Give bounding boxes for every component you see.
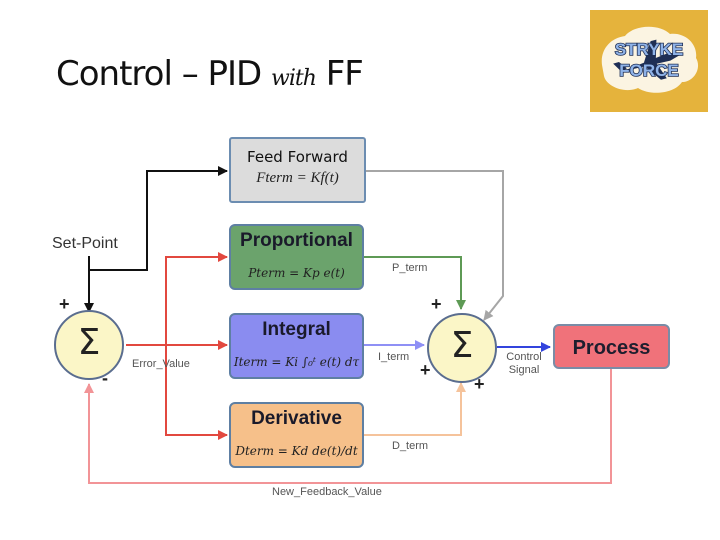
feedback-minus-sign: - [102, 368, 108, 388]
slide-title: Control – PID with FF [56, 54, 364, 94]
feed-forward-formula: Fterm = Kf(t) [256, 170, 339, 186]
logo-text-line1: STRYKE [615, 40, 683, 59]
error-to-derivative-line [165, 345, 228, 440]
derivative-formula: Dterm = Kd de(t)/dt [235, 444, 358, 458]
setpoint-plus-sign: + [59, 294, 70, 314]
control-signal-label: Control Signal [506, 351, 542, 376]
proportional-formula: Pterm = Kp e(t) [248, 266, 345, 280]
error-value-label: Error_Value [132, 358, 190, 370]
logo-text-line2: FORCE [619, 61, 679, 80]
stryke-force-logo: STRYKE FORCE [590, 10, 708, 112]
error-summing-junction: Σ [54, 310, 124, 380]
d-term-label: D_term [392, 440, 429, 452]
p-term-label: P_term [392, 262, 428, 274]
new-feedback-value-label: New_Feedback_Value [272, 486, 382, 498]
d-term-line [364, 382, 466, 436]
process-block: Process [553, 324, 670, 369]
feedforward-line [366, 170, 504, 321]
title-with: with [271, 66, 317, 91]
feedback-line [84, 369, 612, 484]
proportional-title: Proportional [240, 230, 353, 251]
derivative-title: Derivative [251, 408, 342, 429]
proportional-block: Proportional Pterm = Kp e(t) [229, 224, 364, 290]
output-summing-junction: Σ [427, 313, 497, 383]
title-prefix: Control – PID [56, 54, 272, 94]
process-title: Process [572, 337, 651, 359]
p-term-plus-sign: + [431, 294, 442, 314]
error-to-proportional-line [165, 252, 228, 345]
d-term-plus-sign: + [474, 374, 485, 394]
jet-icon [613, 39, 683, 80]
title-suffix: FF [315, 54, 364, 94]
feed-forward-title: Feed Forward [247, 148, 348, 166]
i-term-label: I_term [378, 351, 410, 363]
integral-block: Integral Iterm = Ki ∫₀ᵗ e(t) dτ [229, 313, 364, 379]
p-term-line [364, 256, 466, 310]
set-point-label: Set-Point [52, 235, 118, 252]
i-term-plus-sign: + [420, 360, 431, 380]
integral-formula: Iterm = Ki ∫₀ᵗ e(t) dτ [233, 355, 360, 369]
feed-forward-block: Feed Forward Fterm = Kf(t) [229, 137, 366, 203]
derivative-block: Derivative Dterm = Kd de(t)/dt [229, 402, 364, 468]
setpoint-feedforward-line [89, 166, 228, 271]
integral-title: Integral [262, 319, 331, 340]
